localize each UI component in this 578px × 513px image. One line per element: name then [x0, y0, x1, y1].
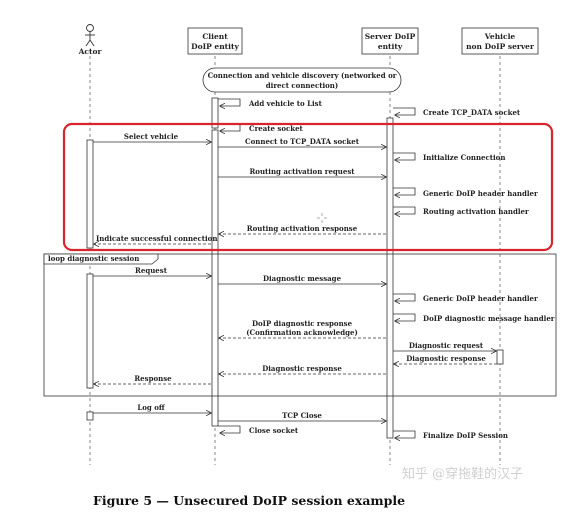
actor-activation-3 [86, 411, 94, 421]
initialize-connection-label: Initialize Connection [423, 153, 505, 162]
vehicle-label-line1: Vehicle [484, 32, 516, 41]
loop-label: loop diagnostic session [48, 254, 139, 263]
actor-activation-1 [86, 139, 94, 249]
server-activation [386, 117, 394, 439]
finalize-session-label: Finalize DoIP Session [423, 431, 508, 440]
indicate-success-label: Indicate successful connection [96, 234, 217, 243]
vehicle-activation [496, 349, 504, 365]
actor-head [86, 24, 94, 32]
connect-tcp-label: Connect to TCP_DATA socket [245, 137, 360, 146]
client-activation-1 [211, 97, 219, 129]
actor-lifeline-header: Actor [78, 24, 103, 56]
figure-caption: Figure 5 — Unsecured DoIP session exampl… [93, 493, 405, 508]
close-socket-arrow [218, 425, 241, 433]
confirmation-ack-label: (Confirmation acknowledge) [246, 328, 358, 337]
highlight-frame [62, 122, 554, 252]
server-lifeline-header: Server DoIP entity [361, 27, 419, 55]
response-label: Response [134, 374, 172, 383]
routing-activation-request-label: Routing activation request [249, 167, 355, 176]
create-socket-label: Create socket [249, 124, 304, 133]
diagnostic-message-label: Diagnostic message [263, 274, 342, 283]
close-socket-label: Close socket [249, 426, 299, 435]
diagnostic-message-handler-arrow [393, 313, 416, 321]
client-lifeline-header: Client DoIP entity [187, 27, 243, 55]
tcp-close-label: TCP Close [282, 411, 322, 420]
actor-activation-2 [86, 273, 94, 389]
vehicle-lifeline-header: Vehicle non DoIP server [461, 27, 539, 55]
diagnostic-response-vehicle-label: Diagnostic response [406, 354, 486, 363]
watermark: 知乎 @穿拖鞋的汉子 [402, 466, 523, 482]
generic-header-handler-2-arrow [393, 293, 416, 301]
loop-fragment: loop diagnostic session [43, 253, 557, 397]
initialize-connection-arrow [393, 152, 416, 160]
doip-diagnostic-response-label: DoIP diagnostic response [252, 319, 353, 328]
discovery-note-line1: Connection and vehicle discovery (networ… [208, 71, 397, 80]
add-vehicle-arrow [218, 98, 241, 106]
discovery-note-line2: direct connection) [266, 81, 338, 90]
request-label: Request [135, 266, 168, 275]
log-off-label: Log off [137, 403, 166, 412]
actor-label: Actor [78, 47, 103, 56]
vehicle-label-line2: non DoIP server [466, 42, 535, 51]
create-tcp-data-socket-label: Create TCP_DATA socket [423, 108, 521, 117]
create-tcp-data-socket-arrow [393, 107, 416, 115]
client-label-line2: DoIP entity [191, 42, 239, 51]
client-activation-2 [211, 129, 219, 427]
generic-header-handler-1-arrow [393, 187, 416, 195]
diagnostic-request-label: Diagnostic request [409, 341, 484, 350]
cursor-crosshair-icon [317, 213, 327, 223]
routing-activation-handler-arrow [393, 206, 416, 214]
routing-activation-response-label: Routing activation response [247, 224, 358, 233]
client-label-line1: Client [202, 32, 228, 41]
generic-header-handler-1-label: Generic DoIP header handler [423, 189, 538, 198]
select-vehicle-label: Select vehicle [124, 132, 179, 141]
finalize-session-arrow [393, 430, 416, 438]
add-vehicle-label: Add vehicle to List [248, 99, 323, 108]
routing-activation-handler-label: Routing activation handler [423, 207, 529, 216]
discovery-note: Connection and vehicle discovery (networ… [202, 67, 402, 93]
diagnostic-response-label: Diagnostic response [262, 364, 342, 373]
loop-fragment-tab [43, 253, 159, 265]
generic-header-handler-2-label: Generic DoIP header handler [423, 294, 538, 303]
server-label-line2: entity [378, 42, 403, 51]
server-label-line1: Server DoIP [365, 32, 416, 41]
diagnostic-message-handler-label: DoIP diagnostic message handler [423, 314, 555, 323]
